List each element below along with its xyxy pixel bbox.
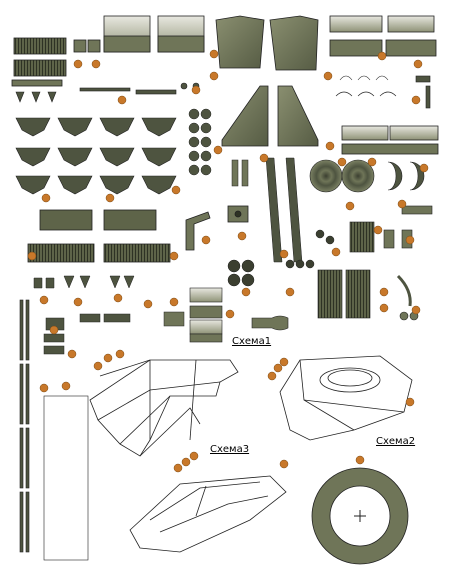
scheme2-label: Схема2 xyxy=(376,436,416,447)
small-brackets xyxy=(15,75,431,109)
scheme1-diagram xyxy=(89,359,239,457)
scheme1-label: Схема1 xyxy=(232,336,272,347)
tank-shells-grid xyxy=(15,117,177,195)
vent-grilles xyxy=(317,205,433,321)
turret-ring xyxy=(311,467,409,565)
hull-panels-top xyxy=(103,15,437,71)
scheme3-label: Схема3 xyxy=(210,444,250,455)
disc-stack xyxy=(188,108,212,176)
part-number-badges xyxy=(27,49,429,473)
side-armor-panels xyxy=(221,85,319,147)
hatch-panels xyxy=(189,287,289,343)
clip-parts xyxy=(33,275,185,355)
engine-deck-boxes xyxy=(27,209,171,263)
scheme2-diagram xyxy=(279,355,413,441)
long-strips xyxy=(19,299,89,561)
turret-detail xyxy=(185,205,249,251)
right-panels xyxy=(341,125,439,155)
small-wheels xyxy=(227,229,335,287)
track-strips xyxy=(231,157,303,263)
road-wheels xyxy=(309,159,425,193)
scheme3-diagram xyxy=(129,475,287,553)
fender-parts xyxy=(11,37,101,87)
